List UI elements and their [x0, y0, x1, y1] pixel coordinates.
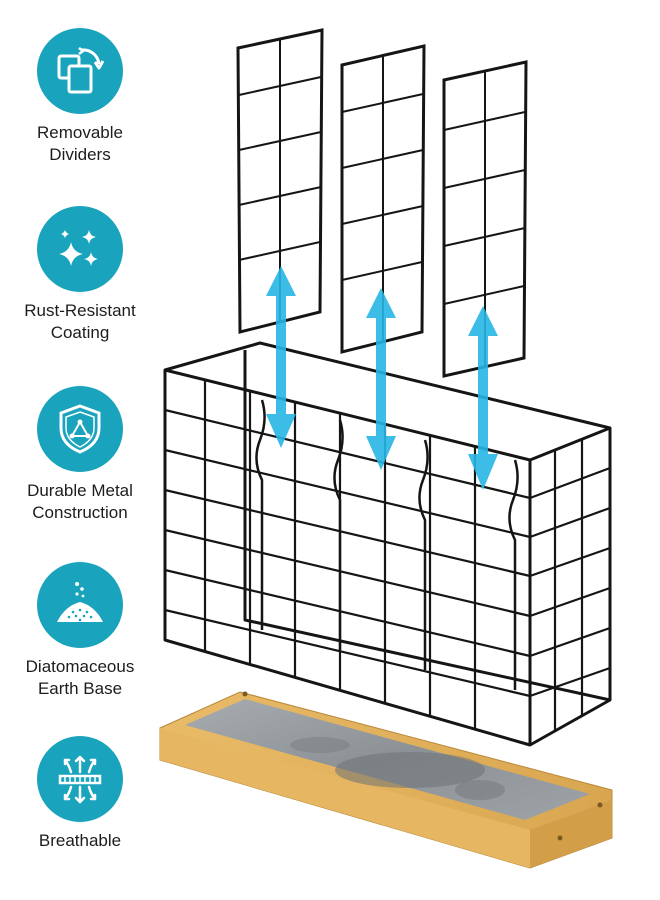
feature-label: Removable Dividers — [37, 123, 123, 164]
feature-label: Durable Metal Construction — [27, 481, 133, 522]
removable-dividers-icon — [57, 47, 105, 94]
divider-panel-2 — [340, 44, 426, 354]
product-illustration — [150, 20, 650, 890]
feature-removable-dividers: Removable Dividers — [0, 28, 160, 166]
feature-badge — [37, 206, 123, 292]
feature-badge — [37, 386, 123, 472]
feature-rust-resistant: Rust-Resistant Coating — [0, 206, 160, 344]
feature-badge — [37, 562, 123, 648]
feature-label: Diatomaceous Earth Base — [25, 657, 135, 698]
feature-label: Rust-Resistant Coating — [24, 301, 136, 342]
insert-arrows — [266, 266, 498, 490]
bamboo-base — [159, 691, 613, 869]
feature-badge — [37, 28, 123, 114]
powder-pile-icon — [57, 582, 103, 622]
feature-breathable: Breathable — [0, 736, 160, 852]
sparkle-icon — [59, 230, 98, 266]
feature-earth-base: Diatomaceous Earth Base — [0, 562, 160, 700]
shield-icon — [59, 404, 101, 454]
knife-holder-exploded-view — [159, 28, 613, 869]
feature-durable-metal: Durable Metal Construction — [0, 386, 160, 524]
feature-label: Breathable — [38, 831, 122, 850]
wire-basket — [163, 341, 612, 747]
airflow-icon — [58, 755, 102, 804]
feature-list: Removable Dividers Rust-Resistant Coatin… — [0, 0, 160, 900]
feature-badge — [37, 736, 123, 822]
